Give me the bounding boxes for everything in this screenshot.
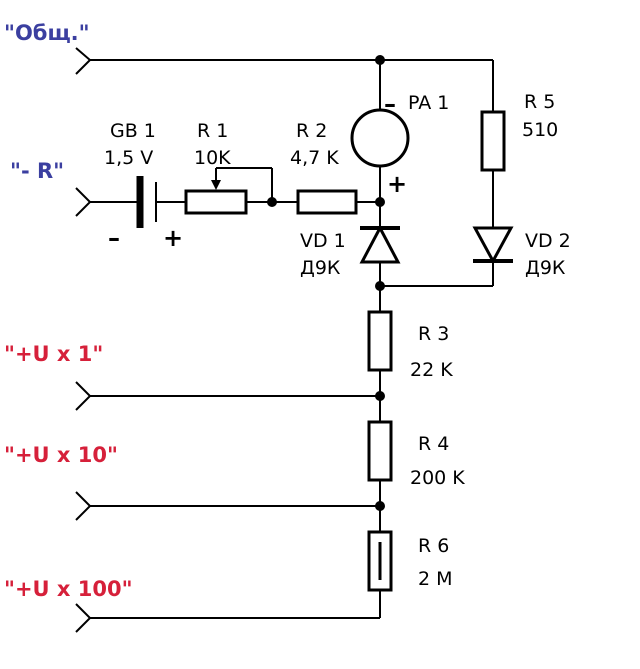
junction-dot: [375, 501, 385, 511]
resistor-r5: [480, 110, 506, 172]
pa1-ref: PA 1: [408, 92, 449, 114]
r4-value: 200 K: [410, 467, 465, 489]
vd2-ref: VD 2: [525, 230, 571, 252]
diode-vd2: [472, 226, 514, 265]
battery-plus-sign: +: [163, 224, 183, 252]
junction-dot: [375, 55, 385, 65]
junction-dot: [267, 197, 277, 207]
junction-dot: [375, 197, 385, 207]
junction-dot: [375, 281, 385, 291]
r6-ref: R 6: [418, 535, 449, 557]
terminal-u-x100-label: "+U x 100": [4, 577, 133, 601]
r6-value: 2 M: [418, 568, 453, 590]
vd1-ref: VD 1: [300, 230, 346, 252]
gb1-value: 1,5 V: [104, 147, 153, 169]
meter-plus-sign: +: [387, 170, 407, 198]
r2-value: 4,7 K: [290, 147, 339, 169]
r1-value: 10K: [194, 147, 231, 169]
terminal-u-x10-label: "+U x 10": [4, 443, 118, 467]
terminal-u-x100-arrow: [75, 603, 92, 633]
terminal-common-arrow: [75, 47, 92, 75]
resistor-r3: [367, 310, 393, 372]
diode-vd2-triangle: [472, 226, 514, 265]
battery-minus-sign: –: [108, 224, 120, 252]
wiper-arrow-head: [211, 180, 221, 190]
terminal-u-x1-arrow: [75, 381, 92, 411]
resistor-r4: [367, 420, 393, 482]
terminal-minus-r-label: "- R": [10, 159, 64, 183]
terminal-u-x10-arrow: [75, 491, 92, 521]
r3-value: 22 K: [410, 359, 453, 381]
r5-ref: R 5: [524, 91, 555, 113]
resistor-r6: [367, 530, 393, 592]
r4-ref: R 4: [418, 433, 449, 455]
junctions: [267, 55, 385, 511]
resistor-r1: [184, 189, 248, 215]
terminal-u-x1-label: "+U x 1": [4, 342, 103, 366]
vd2-value: Д9К: [525, 257, 566, 279]
diode-vd1-triangle: [359, 224, 401, 264]
terminal-common-label: "Общ.": [4, 21, 90, 45]
vd1-value: Д9К: [300, 257, 341, 279]
meter-pa1: [350, 108, 410, 168]
r5-value: 510: [522, 119, 558, 141]
resistor-r2: [296, 189, 358, 215]
r2-ref: R 2: [296, 120, 327, 142]
diode-vd1: [359, 224, 401, 264]
meter-minus-sign: –: [384, 90, 396, 118]
terminal-minus-r-arrow: [75, 187, 92, 217]
junction-dot: [375, 391, 385, 401]
battery-gb1: [136, 176, 157, 228]
gb1-ref: GB 1: [110, 120, 156, 142]
r1-ref: R 1: [197, 120, 228, 142]
r3-ref: R 3: [418, 323, 449, 345]
